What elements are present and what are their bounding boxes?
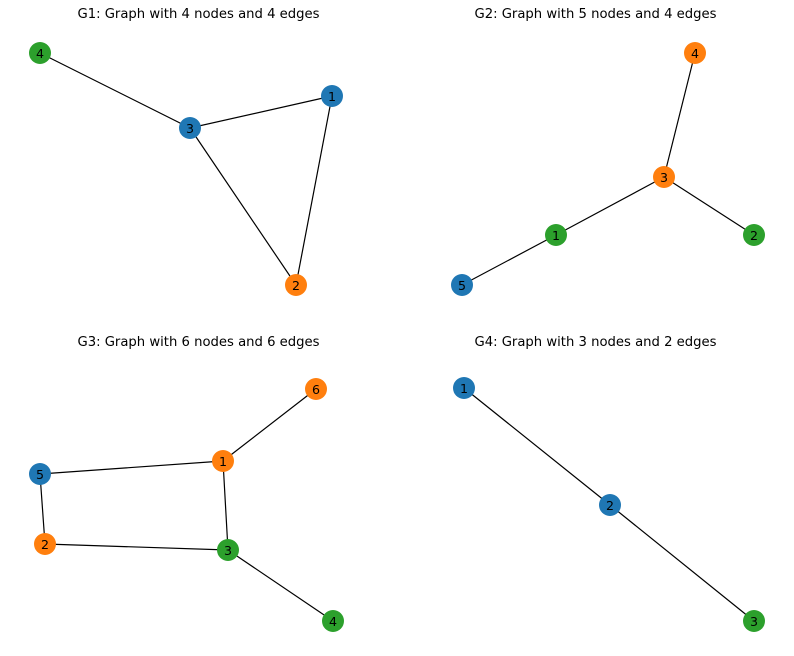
node-label: 3 xyxy=(750,614,758,629)
node-layer: 1 2 3 4 5 xyxy=(451,42,765,296)
edge-layer xyxy=(463,387,755,622)
subplot-g2: G2: Graph with 5 nodes and 4 edges 1 2 3 4 5 xyxy=(397,0,794,328)
node-label: 4 xyxy=(691,46,699,61)
node-layer: 1 2 3 xyxy=(453,377,765,632)
subplot-g3: G3: Graph with 6 nodes and 6 edges 1 2 3 4 5… xyxy=(0,328,397,656)
node-label: 1 xyxy=(460,381,468,396)
graph-node[interactable]: 2 xyxy=(285,274,307,296)
node-circle[interactable] xyxy=(29,463,51,485)
node-circle[interactable] xyxy=(653,166,675,188)
node-circle[interactable] xyxy=(34,533,56,555)
node-circle[interactable] xyxy=(212,450,234,472)
node-label: 2 xyxy=(750,228,758,243)
node-label: 3 xyxy=(186,121,194,136)
node-circle[interactable] xyxy=(453,377,475,399)
graph-g2: 1 2 3 4 5 xyxy=(451,42,765,296)
graph-node[interactable]: 3 xyxy=(179,117,201,139)
graph-node[interactable]: 6 xyxy=(305,378,327,400)
graph-edge xyxy=(189,127,297,286)
node-circle[interactable] xyxy=(545,224,567,246)
graph-edge xyxy=(44,543,229,551)
graph-node[interactable]: 4 xyxy=(684,42,706,64)
edge-layer xyxy=(39,388,334,622)
edge-layer xyxy=(461,52,755,286)
graph-g4: 1 2 3 xyxy=(453,377,765,632)
node-circle[interactable] xyxy=(599,494,621,516)
node-circle[interactable] xyxy=(305,378,327,400)
node-circle[interactable] xyxy=(29,42,51,64)
node-circle[interactable] xyxy=(179,117,201,139)
node-layer: 1 2 3 4 5 6 xyxy=(29,378,344,632)
graph-edge xyxy=(463,387,611,506)
graph-node[interactable]: 1 xyxy=(212,450,234,472)
node-label: 2 xyxy=(292,278,300,293)
subplot-g1: G1: Graph with 4 nodes and 4 edges 1 2 3 4 xyxy=(0,0,397,328)
graph-edge xyxy=(39,473,46,545)
graph-edge xyxy=(663,176,755,236)
node-label: 5 xyxy=(36,467,44,482)
graph-node[interactable]: 3 xyxy=(653,166,675,188)
node-label: 2 xyxy=(606,498,614,513)
graph-node[interactable]: 4 xyxy=(29,42,51,64)
node-label: 1 xyxy=(219,454,227,469)
graph-edge xyxy=(663,52,696,178)
graph-node[interactable]: 4 xyxy=(322,610,344,632)
graph-node[interactable]: 2 xyxy=(599,494,621,516)
graph-edge xyxy=(39,52,191,129)
node-label: 1 xyxy=(552,228,560,243)
subplot-title-g4: G4: Graph with 3 nodes and 2 edges xyxy=(474,335,717,350)
node-label: 4 xyxy=(36,46,44,61)
subplot-title-g1: G1: Graph with 4 nodes and 4 edges xyxy=(77,7,320,22)
node-circle[interactable] xyxy=(285,274,307,296)
subplot-g4: G4: Graph with 3 nodes and 2 edges 1 2 3 xyxy=(397,328,794,656)
node-label: 1 xyxy=(328,89,336,104)
node-label: 3 xyxy=(224,543,232,558)
node-circle[interactable] xyxy=(322,610,344,632)
graph-edge xyxy=(461,234,557,286)
graph-edge xyxy=(222,460,229,551)
node-layer: 1 2 3 4 xyxy=(29,42,343,296)
graph-node[interactable]: 3 xyxy=(743,610,765,632)
node-circle[interactable] xyxy=(743,224,765,246)
graph-g1: 1 2 3 4 xyxy=(29,42,343,296)
node-label: 6 xyxy=(312,382,320,397)
graph-edge xyxy=(227,549,334,622)
graph-edge xyxy=(222,388,317,462)
graph-edge xyxy=(39,460,224,475)
graph-node[interactable]: 1 xyxy=(321,85,343,107)
graph-edge xyxy=(189,95,333,129)
edge-layer xyxy=(39,52,333,286)
graph-node[interactable]: 3 xyxy=(217,539,239,561)
node-circle[interactable] xyxy=(321,85,343,107)
graph-node[interactable]: 2 xyxy=(34,533,56,555)
graph-g3: 1 2 3 4 5 6 xyxy=(29,378,344,632)
graph-edge xyxy=(295,95,333,286)
subplot-title-g2: G2: Graph with 5 nodes and 4 edges xyxy=(474,7,717,22)
graph-node[interactable]: 5 xyxy=(29,463,51,485)
node-label: 3 xyxy=(660,170,668,185)
node-label: 5 xyxy=(458,278,466,293)
node-circle[interactable] xyxy=(684,42,706,64)
subplot-title-g3: G3: Graph with 6 nodes and 6 edges xyxy=(77,335,320,350)
graph-edge xyxy=(555,176,665,236)
graph-node[interactable]: 2 xyxy=(743,224,765,246)
graph-node[interactable]: 1 xyxy=(453,377,475,399)
node-circle[interactable] xyxy=(451,274,473,296)
graph-edge xyxy=(609,504,755,622)
graph-node[interactable]: 1 xyxy=(545,224,567,246)
node-circle[interactable] xyxy=(743,610,765,632)
node-label: 4 xyxy=(329,614,337,629)
node-label: 2 xyxy=(41,537,49,552)
graph-node[interactable]: 5 xyxy=(451,274,473,296)
node-circle[interactable] xyxy=(217,539,239,561)
